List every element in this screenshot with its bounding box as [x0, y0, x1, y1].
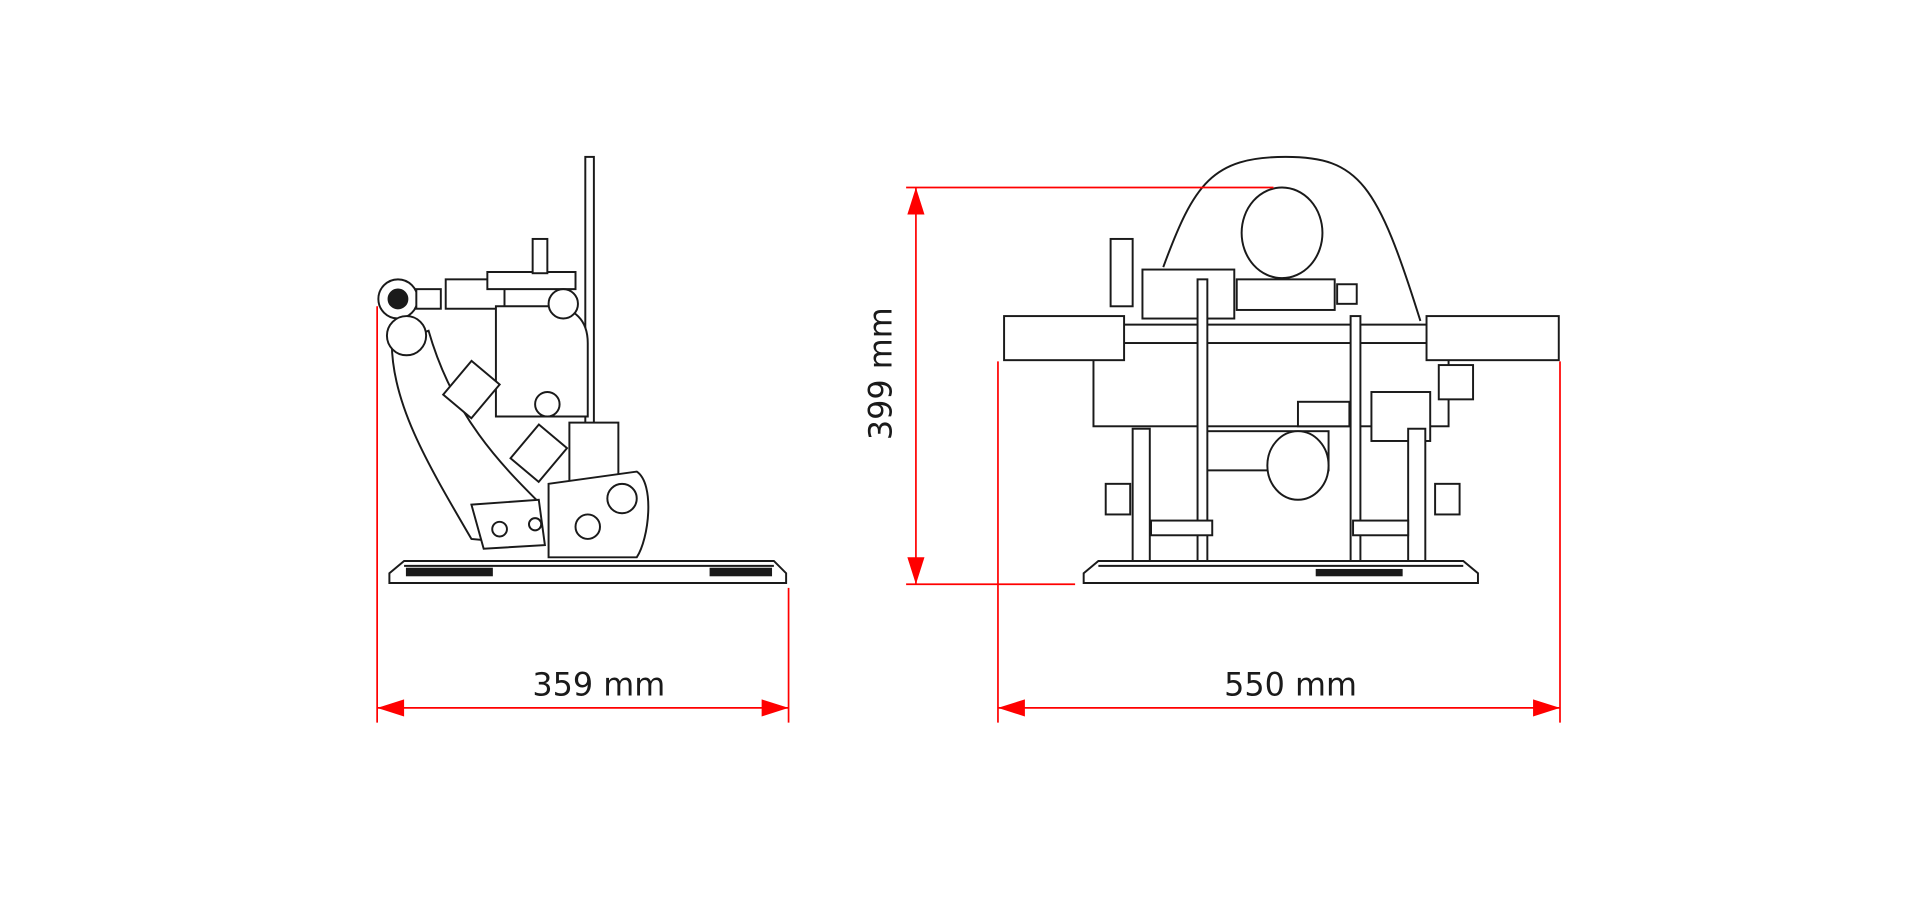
dimension-height: 399 mm [861, 186, 1274, 586]
height-label: 399 mm [861, 307, 899, 440]
dimension-front-width: 550 mm [997, 361, 1561, 723]
front-view-drawing [1003, 155, 1560, 584]
side-width-label: 359 mm [532, 666, 665, 704]
front-width-label: 550 mm [1224, 666, 1357, 704]
side-view-drawing [377, 155, 788, 584]
dimension-side-width: 359 mm [376, 306, 790, 723]
